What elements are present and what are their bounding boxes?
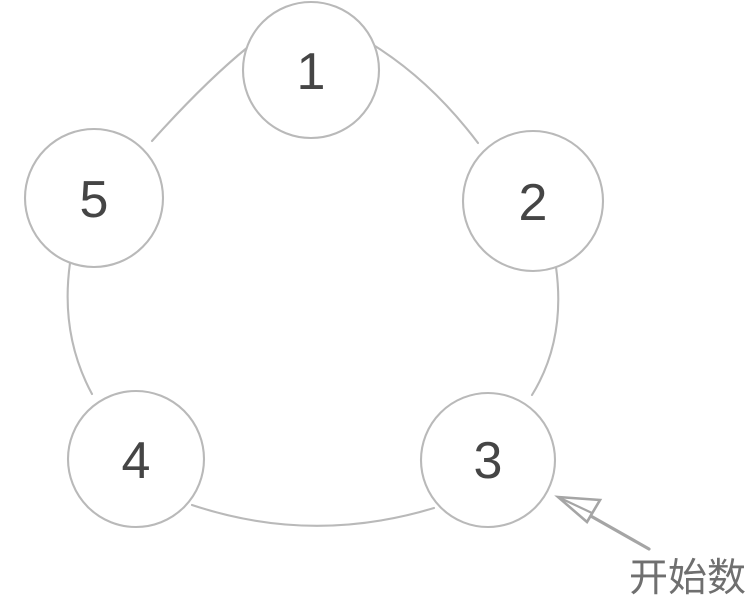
edge-3-to-4: [190, 503, 436, 527]
node-2[interactable]: 2: [461, 129, 605, 273]
node-1[interactable]: 1: [241, 0, 381, 140]
edge-2-to-3: [530, 265, 560, 397]
edge-4-to-5: [66, 261, 94, 396]
node-5-circle[interactable]: [23, 127, 165, 269]
node-5-label: 5: [80, 171, 109, 229]
edge-group: [66, 44, 560, 527]
node-4-circle[interactable]: [66, 389, 206, 529]
node-2-circle[interactable]: [461, 129, 605, 273]
node-1-label: 1: [297, 43, 326, 101]
node-2-label: 2: [519, 174, 548, 232]
edge-5-to-1: [150, 45, 250, 143]
node-group: 1 2 3 4 5: [23, 0, 605, 529]
node-4[interactable]: 4: [66, 389, 206, 529]
node-3-circle[interactable]: [419, 391, 557, 529]
start-annotation-label: 开始数: [629, 557, 746, 600]
node-1-circle[interactable]: [241, 0, 381, 140]
pointer-arrowhead-crease: [557, 496, 594, 523]
node-5[interactable]: 5: [23, 127, 165, 269]
pointer-shaft: [587, 513, 651, 551]
node-3[interactable]: 3: [419, 391, 557, 529]
edge-1-to-2: [373, 44, 480, 145]
node-4-label: 4: [122, 432, 151, 490]
node-3-label: 3: [474, 432, 503, 490]
start-pointer-arrow-icon: [554, 495, 651, 551]
